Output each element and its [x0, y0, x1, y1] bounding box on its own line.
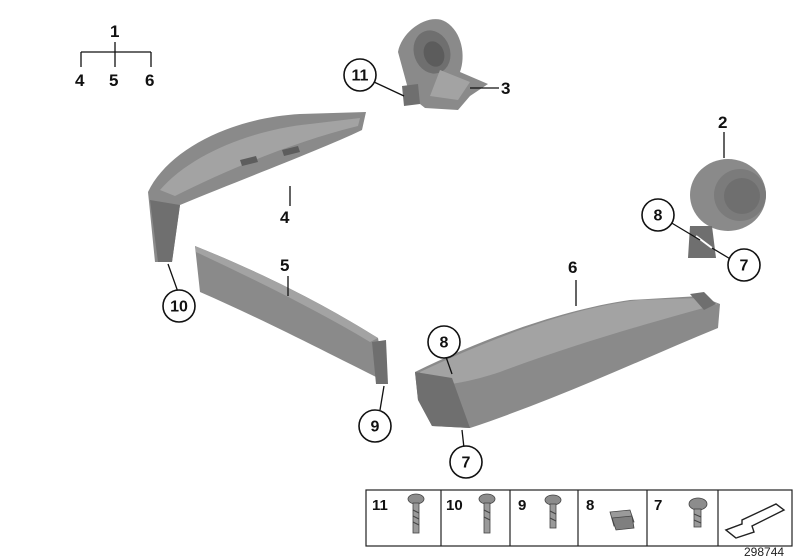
callout-4: 4 — [280, 208, 290, 227]
legend-number-7: 7 — [654, 497, 662, 514]
document-id: 298744 — [744, 545, 784, 559]
tree-child-5: 5 — [109, 71, 118, 90]
tree-child-6: 6 — [145, 71, 154, 90]
callout-circle-8-clip: 8 — [641, 198, 701, 241]
legend-number-9: 9 — [518, 497, 526, 514]
tree-child-4: 4 — [75, 71, 85, 90]
callout-8-clip-label: 8 — [654, 208, 663, 225]
screw-pan-head-icon — [407, 493, 425, 534]
part-round-speaker — [688, 159, 766, 258]
callout-11-top-label: 11 — [352, 68, 369, 85]
clip-nut-icon — [609, 509, 635, 531]
part-speaker-housing — [398, 19, 488, 111]
callout-6: 6 — [568, 258, 577, 277]
callout-9-bottom-label: 9 — [371, 419, 380, 436]
callout-10-left-label: 10 — [170, 299, 188, 316]
tree-parent-number: 1 — [110, 22, 119, 41]
legend-number-8: 8 — [586, 497, 594, 514]
part-right-trim — [415, 292, 720, 428]
screw-countersunk-icon — [544, 494, 562, 529]
callout-circle-9-bottom: 9 — [358, 385, 392, 443]
screw-slotted-head-icon — [478, 493, 496, 534]
legend-number-11: 11 — [372, 497, 388, 514]
part-lower-strip — [195, 246, 388, 384]
assembly-tree: 1 4 5 6 — [75, 22, 154, 90]
arrow-insert-icon — [724, 503, 786, 539]
callout-2: 2 — [718, 113, 727, 132]
callout-circle-8-bottom: 8 — [427, 325, 461, 375]
callout-circle-7-clip: 7 — [711, 247, 761, 282]
legend-number-10: 10 — [446, 497, 463, 514]
callout-circle-10-left: 10 — [162, 263, 196, 323]
fastener-legend: 11 10 9 8 7 — [365, 489, 793, 547]
callout-7-bottom-label: 7 — [462, 455, 471, 472]
callout-8-bottom-label: 8 — [440, 335, 449, 352]
callout-circle-11-top: 11 — [343, 58, 405, 97]
part-upper-trim — [148, 112, 366, 262]
callout-circle-7-bottom: 7 — [449, 429, 483, 479]
callout-7-clip-label: 7 — [740, 258, 749, 275]
callout-5: 5 — [280, 256, 289, 275]
screw-short-icon — [688, 497, 708, 528]
callout-3: 3 — [501, 79, 510, 98]
